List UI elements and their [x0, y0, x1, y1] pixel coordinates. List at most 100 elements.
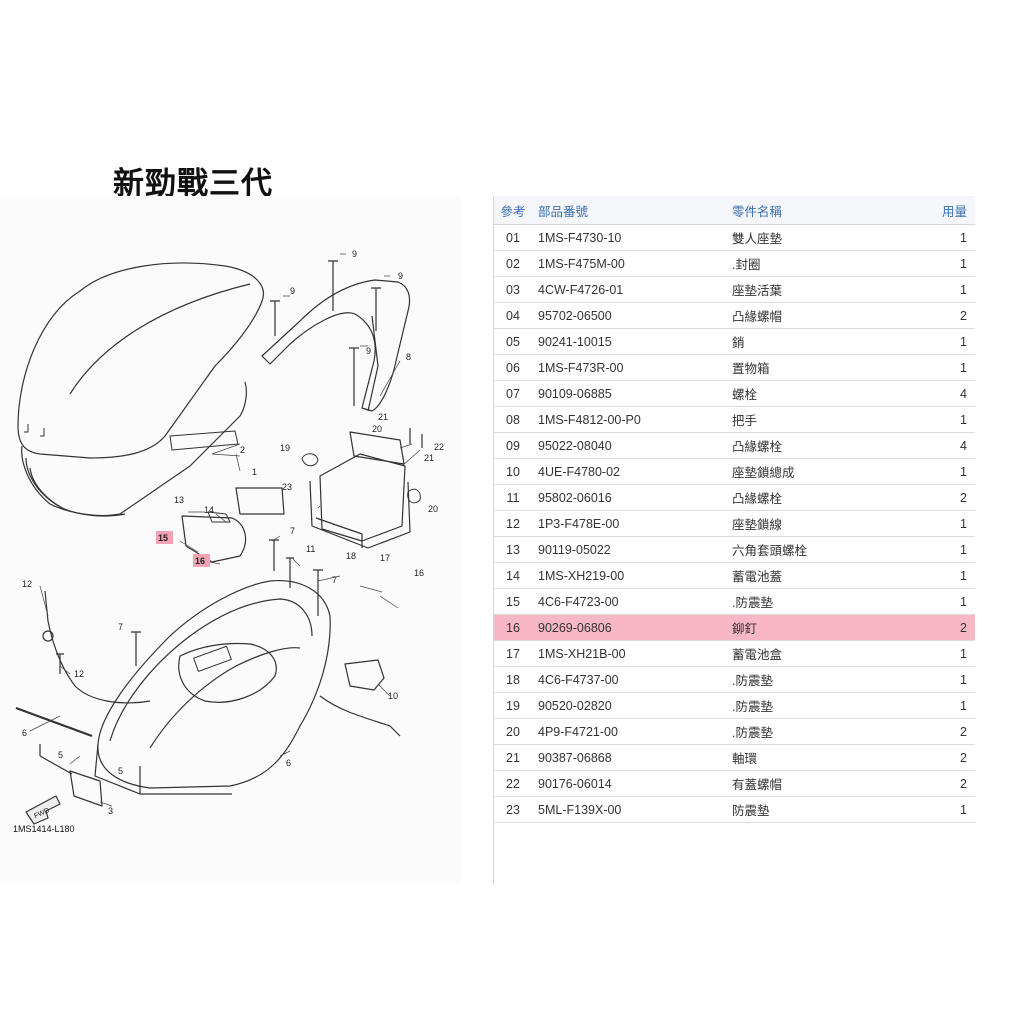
- cell-part-name: 凸緣螺帽: [726, 302, 908, 329]
- header-ref[interactable]: 參考: [494, 196, 532, 225]
- cell-quantity: 1: [908, 692, 975, 719]
- callout-3: 3: [108, 806, 113, 816]
- grab-handle-drawing: [261, 279, 411, 412]
- fwd-arrow: [25, 795, 61, 825]
- callout-11: 11: [306, 544, 315, 554]
- cell-part-number: 95702-06500: [532, 302, 726, 329]
- cell-part-name: .封圈: [726, 250, 908, 277]
- callout-16: 15: [158, 533, 168, 543]
- cell-ref: 02: [494, 250, 532, 277]
- cell-part-name: 座墊鎖總成: [726, 458, 908, 485]
- cell-part-number: 1P3-F478E-00: [532, 510, 726, 537]
- header-part-name[interactable]: 零件名稱: [726, 196, 908, 225]
- cell-part-name: 蓄電池蓋: [726, 562, 908, 589]
- cell-quantity: 2: [908, 744, 975, 771]
- cell-ref: 06: [494, 354, 532, 381]
- cell-part-name: 軸環: [726, 744, 908, 771]
- cell-part-number: 4C6-F4737-00: [532, 666, 726, 693]
- cell-ref: 23: [494, 796, 532, 823]
- cell-quantity: 2: [908, 614, 975, 641]
- cell-part-name: 凸緣螺栓: [726, 432, 908, 459]
- cell-quantity: 1: [908, 458, 975, 485]
- cell-ref: 13: [494, 536, 532, 563]
- cell-quantity: 1: [908, 406, 975, 433]
- cell-quantity: 1: [908, 666, 975, 693]
- header-part-number[interactable]: 部品番號: [532, 196, 726, 225]
- cell-ref: 12: [494, 510, 532, 537]
- cell-quantity: 1: [908, 588, 975, 615]
- cell-part-number: 4CW-F4726-01: [532, 276, 726, 303]
- cell-part-name: 有蓋螺帽: [726, 770, 908, 797]
- callout-7: 7: [118, 622, 123, 632]
- cell-part-name: 座墊鎖線: [726, 510, 908, 537]
- hinge-drawing: [15, 707, 103, 807]
- cell-part-number: 1MS-F4812-00-P0: [532, 406, 726, 433]
- header-quantity[interactable]: 用量: [908, 196, 975, 225]
- cell-ref: 04: [494, 302, 532, 329]
- callout-9: 9: [366, 346, 371, 356]
- cell-part-name: .防震墊: [726, 666, 908, 693]
- cell-part-number: 95802-06016: [532, 484, 726, 511]
- callout-16: 16: [195, 556, 205, 566]
- callout-17: 16: [414, 568, 424, 578]
- callout-18: 17: [380, 553, 390, 563]
- exploded-view-drawing: 9 9 9 9 8 2 1 23 13 14 15 16 7 11 7 7 18…: [15, 249, 444, 825]
- cell-quantity: 2: [908, 484, 975, 511]
- cell-ref: 03: [494, 276, 532, 303]
- cell-ref: 07: [494, 380, 532, 407]
- diagram-code: 1MS1414-L180: [13, 824, 75, 834]
- callout-14: 13: [174, 495, 184, 505]
- cell-part-name: .防震墊: [726, 588, 908, 615]
- cell-part-name: 銷: [726, 328, 908, 355]
- callout-22: 21: [378, 412, 388, 422]
- cell-ref: 21: [494, 744, 532, 771]
- seat-lock-drawing: [42, 590, 401, 737]
- cell-part-number: 1MS-XH219-00: [532, 562, 726, 589]
- seat-drawing: [17, 262, 264, 517]
- callout-21: 20: [372, 424, 382, 434]
- cell-part-number: 95022-08040: [532, 432, 726, 459]
- cell-quantity: 4: [908, 380, 975, 407]
- cell-part-number: 4P9-F4721-00: [532, 718, 726, 745]
- callout-16-highlight: [193, 554, 210, 567]
- cell-part-name: 蓄電池盒: [726, 640, 908, 667]
- cell-part-name: 螺栓: [726, 380, 908, 407]
- cell-ref: 19: [494, 692, 532, 719]
- callout-12: 12: [22, 579, 32, 589]
- cell-part-number: 5ML-F139X-00: [532, 796, 726, 823]
- cell-part-number: 90387-06868: [532, 744, 726, 771]
- cell-quantity: 1: [908, 640, 975, 667]
- cell-part-number: 90520-02820: [532, 692, 726, 719]
- cell-part-number: 1MS-F475M-00: [532, 250, 726, 277]
- callout-9: 9: [290, 286, 295, 296]
- cell-part-number: 1MS-XH21B-00: [532, 640, 726, 667]
- callout-20: 19: [280, 443, 290, 453]
- callout-7: 7: [332, 575, 337, 585]
- cell-part-number: 90269-06806: [532, 614, 726, 641]
